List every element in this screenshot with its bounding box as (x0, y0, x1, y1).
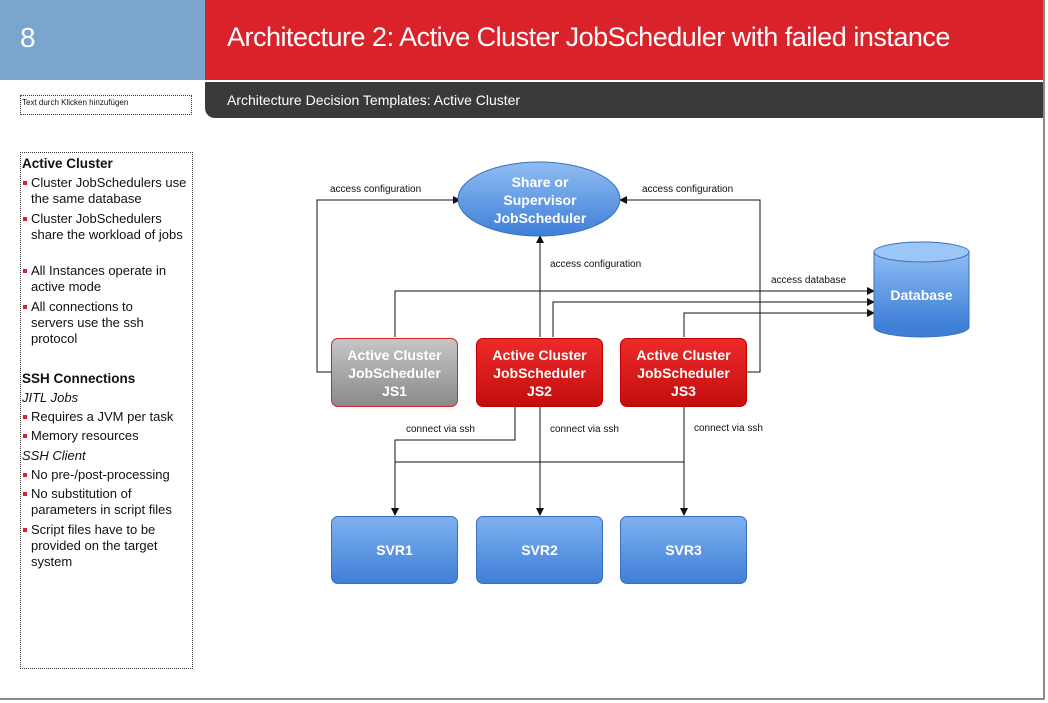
bullet-icon (23, 434, 27, 438)
js2-node: Active Cluster JobScheduler JS2 (476, 338, 603, 407)
sidebar-subheading-jitl: JITL Jobs (22, 390, 79, 405)
connector-js1-to-database (394, 287, 875, 337)
sidebar-item: Cluster JobSchedulers share the workload… (31, 211, 183, 242)
connector-js3-to-supervisor (619, 196, 761, 373)
svr1-label: SVR1 (376, 542, 413, 558)
sidebar-item: Script files have to be provided on the … (31, 522, 158, 569)
sidebar-item: No pre-/post-processing (31, 467, 170, 482)
bottom-border (0, 698, 1043, 700)
sidebar-item: No substitution of parameters in script … (31, 486, 172, 517)
bullet-icon (23, 305, 27, 309)
js3-node: Active Cluster JobScheduler JS3 (620, 338, 747, 407)
supervisor-ellipse (457, 161, 621, 237)
svr2-label: SVR2 (521, 542, 558, 558)
svr1-node: SVR1 (331, 516, 458, 584)
sidebar-item: Requires a JVM per task (31, 409, 174, 424)
sidebar-item: All Instances operate in active mode (31, 263, 167, 294)
sidebar-item: Cluster JobSchedulers use the same datab… (31, 175, 187, 206)
bullet-icon (23, 269, 27, 273)
js1-label: Active Cluster JobScheduler JS1 (347, 346, 442, 399)
database-cylinder (873, 241, 970, 338)
bullet-icon (23, 217, 27, 221)
label-access-config-right: access configuration (642, 184, 734, 195)
connector-js2-to-database (552, 298, 875, 337)
bullet-icon (23, 473, 27, 477)
label-connect-ssh-3: connect via ssh (694, 423, 763, 434)
bullet-icon (23, 415, 27, 419)
sidebar-heading-active-cluster: Active Cluster (22, 156, 113, 171)
js3-label: Active Cluster JobScheduler JS3 (636, 346, 731, 399)
sidebar-item: Memory resources (31, 428, 139, 443)
sidebar-panel (20, 152, 193, 669)
title-bar (205, 0, 1043, 80)
text-placeholder-box[interactable] (20, 95, 192, 115)
connector-js2-to-svr1 (391, 407, 516, 516)
supervisor-jobscheduler: Share or Supervisor JobScheduler (470, 170, 610, 230)
js1-failed-node: Active Cluster JobScheduler JS1 (331, 338, 458, 407)
svr3-label: SVR3 (665, 542, 702, 558)
sidebar-heading-ssh: SSH Connections (22, 371, 136, 386)
slide-number-box (0, 0, 205, 80)
subtitle-bar (205, 82, 1043, 118)
svr3-node: SVR3 (620, 516, 747, 584)
svr2-node: SVR2 (476, 516, 603, 584)
label-access-config-center: access configuration (550, 259, 642, 270)
supervisor-label: Share or Supervisor JobScheduler (493, 174, 587, 226)
database-label: Database (890, 287, 953, 303)
text-placeholder[interactable]: Text durch Klicken hinzufügen (22, 98, 129, 107)
slide-number: 8 (20, 22, 36, 53)
bullet-icon (23, 528, 27, 532)
js2-label: Active Cluster JobScheduler JS2 (492, 346, 587, 399)
label-connect-ssh-2: connect via ssh (550, 424, 619, 435)
connector-js3-to-database (683, 309, 875, 337)
bullet-icon (23, 181, 27, 185)
label-access-config-left: access configuration (330, 184, 422, 195)
label-access-database: access database (771, 275, 847, 286)
sidebar-item: All connections to servers use the ssh p… (31, 299, 144, 346)
label-connect-ssh-1: connect via ssh (406, 424, 475, 435)
connector-js1-to-supervisor (316, 196, 461, 373)
right-border (1043, 0, 1045, 700)
slide-subtitle: Architecture Decision Templates: Active … (227, 92, 521, 108)
bullet-icon (23, 492, 27, 496)
database: Database (874, 283, 969, 307)
sidebar-subheading-ssh-client: SSH Client (22, 448, 86, 463)
slide-title: Architecture 2: Active Cluster JobSchedu… (227, 22, 950, 52)
